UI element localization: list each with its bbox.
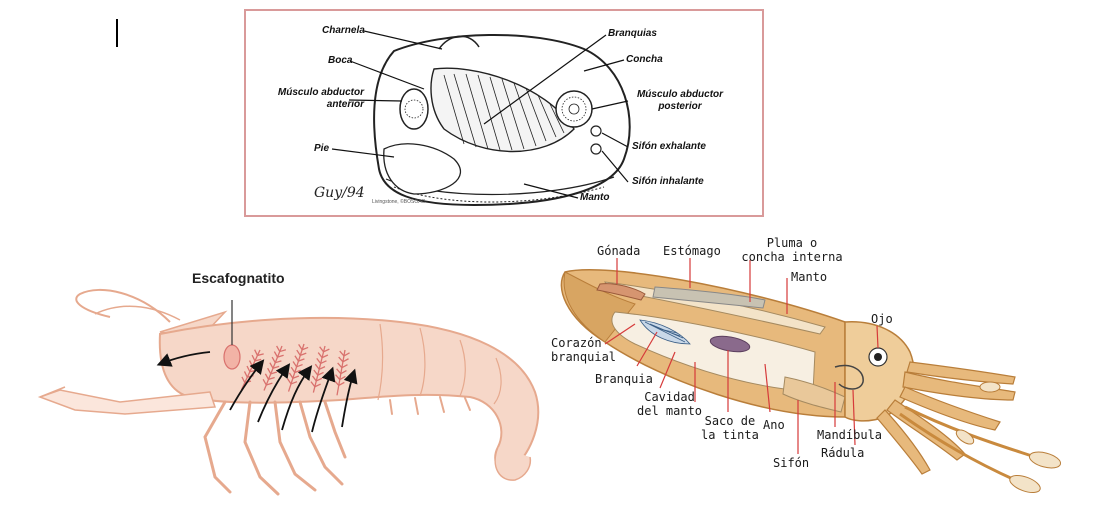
stomach	[652, 286, 766, 309]
artist-signature: Guy/94	[314, 185, 365, 201]
squid-diagram: Gónada Estómago Pluma o concha interna M…	[545, 232, 1090, 522]
scaphognathite	[223, 344, 241, 370]
anterior-muscle	[399, 88, 429, 130]
clam-leader-lines	[331, 30, 629, 199]
claw	[37, 389, 217, 415]
walking-legs	[203, 400, 347, 496]
label-musculo-anterior: Músculo abductor anterior	[277, 87, 364, 110]
gills	[240, 343, 350, 396]
water-flow-arrows	[156, 351, 358, 433]
label-manto-clam: Manto	[580, 192, 610, 203]
label-corazon-branquial: Corazón branquial	[551, 336, 617, 364]
squid-leader-lines	[604, 258, 879, 454]
label-mandibula: Mandíbula	[817, 428, 883, 442]
label-sifon-exhalante: Sifón exhalante	[632, 141, 706, 152]
label-concha: Concha	[626, 54, 663, 65]
tail-fan	[494, 446, 532, 481]
label-charnela: Charnela	[322, 25, 365, 36]
clam-foot	[383, 143, 462, 195]
label-sifon: Sifón	[773, 456, 810, 470]
label-ano: Ano	[763, 418, 785, 432]
posterior-muscle	[555, 90, 593, 128]
label-musculo-posterior: Músculo abductor posterior	[636, 89, 724, 112]
label-pluma: Pluma o concha interna	[741, 236, 843, 264]
clam-hinge	[438, 35, 480, 50]
text-cursor	[116, 19, 118, 47]
squid-illustration	[560, 258, 1062, 494]
gonad	[596, 283, 646, 301]
credit-text: Livingstone, ©BOSOAC	[372, 199, 426, 205]
label-cavidad-manto: Cavidad del manto	[637, 390, 703, 418]
label-boca: Boca	[328, 55, 353, 66]
label-escafognatito: Escafognatito	[192, 270, 285, 286]
exhalant-siphon	[590, 125, 602, 137]
label-ojo: Ojo	[871, 312, 893, 326]
label-sifon-inhalante: Sifón inhalante	[632, 176, 704, 187]
squid-tentacles	[899, 405, 1036, 482]
label-branquias: Branquias	[608, 28, 657, 39]
shrimp-diagram: Escafognatito	[20, 262, 550, 517]
gill	[639, 319, 691, 345]
label-radula: Rádula	[821, 446, 865, 460]
clam-diagram: Charnela Boca Músculo abductor anterior …	[244, 9, 764, 217]
clam-illustration	[244, 9, 764, 217]
siphon	[782, 376, 846, 413]
antenna	[75, 288, 171, 323]
ink-sac	[709, 335, 751, 353]
inhalant-siphon	[590, 143, 602, 155]
beak	[834, 364, 864, 390]
label-pie: Pie	[314, 143, 330, 154]
label-manto-squid: Manto	[791, 270, 828, 284]
label-gonada: Gónada	[597, 244, 641, 258]
label-estomago: Estómago	[663, 244, 721, 258]
shrimp-illustration	[37, 288, 540, 496]
label-branquia: Branquia	[595, 372, 653, 386]
label-saco-tinta: Saco de la tinta	[701, 414, 759, 442]
